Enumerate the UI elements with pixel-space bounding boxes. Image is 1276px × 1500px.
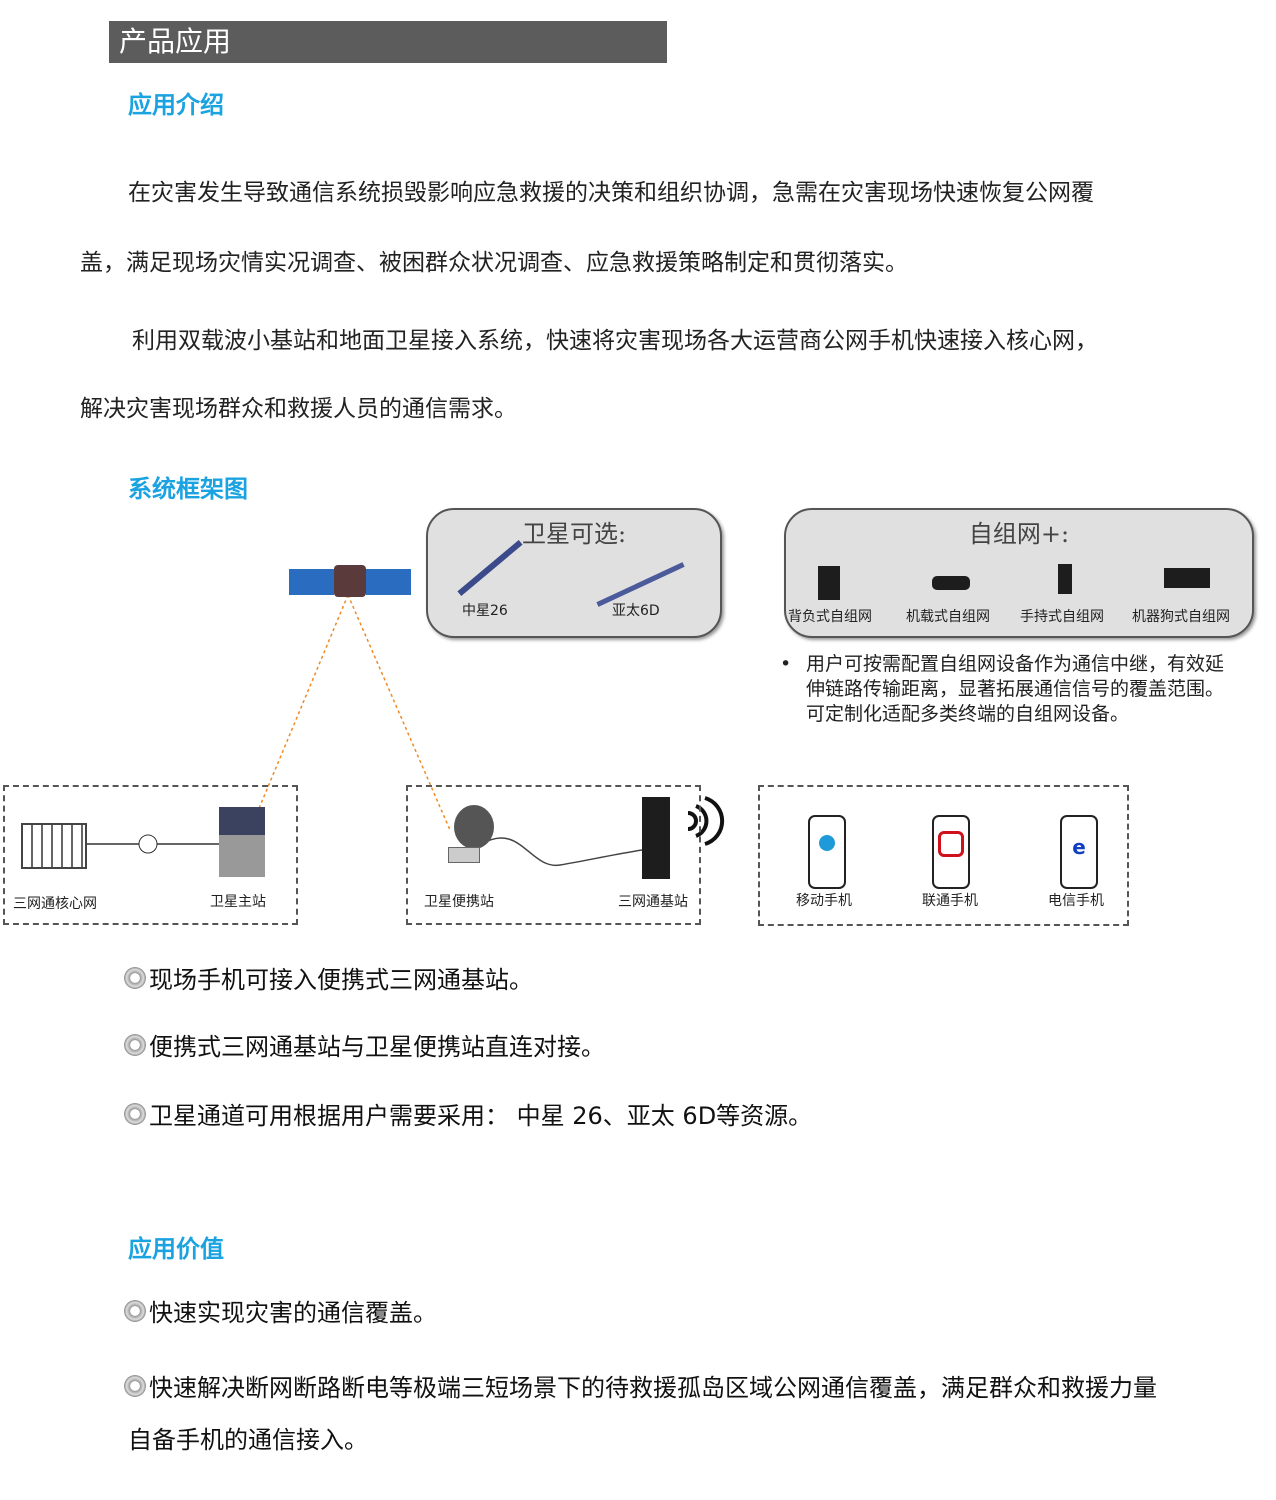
portable-station-label: 卫星便携站: [424, 894, 494, 910]
link-lines: [85, 594, 725, 866]
mesh-device-label: 机载式自组网: [906, 609, 990, 625]
intro-p1-line2: 盖，满足现场灾情实况调查、被困群众状况调查、应急救援策略制定和贯彻落实。: [80, 250, 908, 276]
satellite-options-box: 卫星可选: 中星26 亚太6D: [426, 508, 722, 638]
phone-label: 电信手机: [1048, 893, 1104, 909]
backpack-mesh-icon: [818, 566, 840, 600]
handheld-mesh-icon: [1058, 564, 1072, 594]
satellite-option-label: 中星26: [462, 603, 508, 619]
satellite-icon: [289, 565, 411, 601]
value-bullet-continuation: 自备手机的通信接入。: [128, 1426, 368, 1454]
link-line-main-station: [249, 594, 349, 831]
field-station-group: 卫星便携站 三网通基站: [406, 785, 701, 925]
mesh-note: • 用户可按需配置自组网设备作为通信中继，有效延 伸链路传输距离，显著拓展通信信…: [780, 653, 1225, 725]
intro-p2-line1: 利用双载波小基站和地面卫星接入系统，快速将灾害现场各大运营商公网手机快速接入核心…: [132, 328, 1098, 354]
bullet-icon: [124, 966, 146, 989]
server-rack-icon: [21, 823, 87, 869]
mesh-device-label: 手持式自组网: [1020, 609, 1104, 625]
mesh-note-line: 用户可按需配置自组网设备作为通信中继，有效延: [806, 653, 1225, 675]
heading-intro: 应用介绍: [128, 91, 224, 119]
heading-framework: 系统框架图: [128, 475, 248, 503]
mesh-note-line: 可定制化适配多类终端的自组网设备。: [806, 703, 1130, 725]
framework-bullet: 卫星通道可用根据用户需要采用： 中星 26、亚太 6D等资源。: [124, 1096, 812, 1131]
value-bullet: 快速实现灾害的通信覆盖。: [124, 1293, 437, 1328]
china-unicom-phone-icon: [932, 815, 970, 889]
mesh-device-label: 机器狗式自组网: [1132, 609, 1230, 625]
satellite-options-title: 卫星可选:: [521, 520, 627, 548]
framework-bullet: 现场手机可接入便携式三网通基站。: [124, 960, 533, 995]
bullet-icon: [124, 1033, 146, 1056]
phone-label: 移动手机: [796, 893, 852, 909]
heading-value: 应用价值: [128, 1235, 224, 1263]
airborne-mesh-icon: [932, 576, 970, 590]
robot-dog-mesh-icon: [1164, 568, 1210, 588]
phone-label: 联通手机: [922, 893, 978, 909]
mesh-network-box: 自组网+: 背负式自组网 机载式自组网 手持式自组网 机器狗式自组网: [784, 508, 1254, 638]
bullet-icon: [124, 1299, 146, 1322]
intro-p1-line1: 在灾害发生导致通信系统损毁影响应急救援的决策和组织协调，急需在灾害现场快速恢复公…: [128, 180, 1094, 206]
bullet-icon: [124, 1102, 146, 1125]
base-station-label: 三网通基站: [618, 894, 688, 910]
router-icon: [138, 834, 158, 854]
phones-group: e 移动手机 联通手机 电信手机: [758, 785, 1129, 926]
china-telecom-phone-icon: e: [1060, 815, 1098, 889]
china-mobile-phone-icon: [808, 815, 846, 889]
portable-dish-icon: [454, 805, 494, 849]
link-line-portable-station: [347, 594, 451, 831]
section-header-bar: 产品应用: [109, 21, 667, 63]
satellite-dish-icon: [219, 807, 265, 877]
satellite-option-label: 亚太6D: [612, 603, 660, 619]
framework-bullet: 便携式三网通基站与卫星便携站直连对接。: [124, 1027, 605, 1062]
intro-p2-line2: 解决灾害现场群众和救援人员的通信需求。: [80, 396, 517, 422]
mesh-network-title: 自组网+:: [968, 520, 1070, 548]
mesh-note-line: 伸链路传输距离，显著拓展通信信号的覆盖范围。: [806, 678, 1225, 700]
value-bullet: 快速解决断网断路断电等极端三短场景下的待救援孤岛区域公网通信覆盖，满足群众和救援…: [124, 1368, 1157, 1403]
mesh-device-label: 背负式自组网: [788, 609, 872, 625]
bullet-icon: [124, 1374, 146, 1397]
cable-line: [479, 837, 643, 866]
core-network-label: 三网通核心网: [13, 896, 97, 912]
core-network-group: 三网通核心网 卫星主站: [3, 785, 298, 925]
main-station-label: 卫星主站: [210, 894, 266, 910]
base-station-icon: [642, 797, 670, 879]
